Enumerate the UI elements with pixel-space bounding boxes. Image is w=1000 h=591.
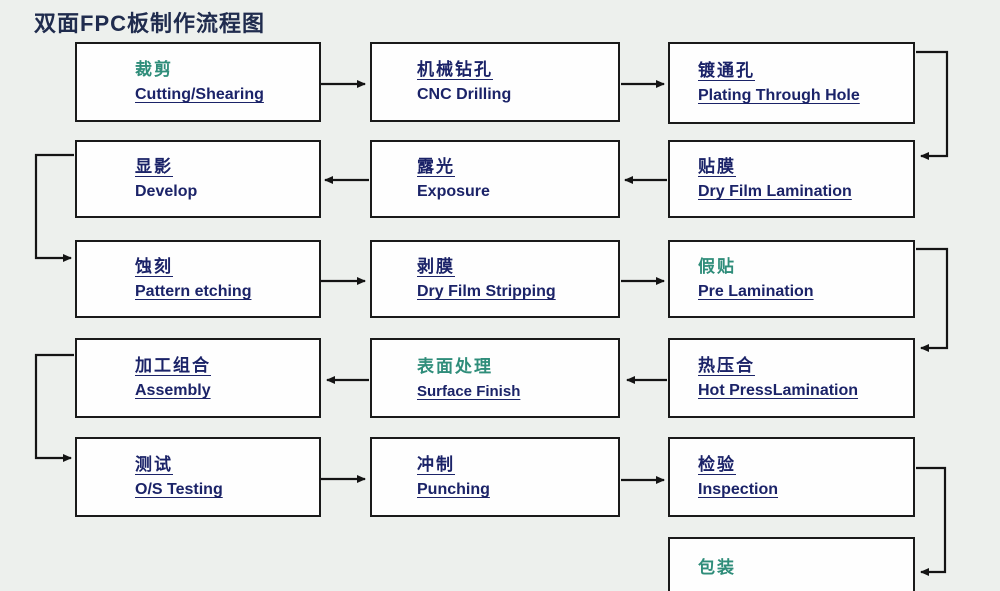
step-name-en: Plating Through Hole: [698, 87, 860, 104]
step-name-cn: 蚀刻: [135, 257, 173, 276]
flow-box-surface-finish: 表面处理 Surface Finish: [370, 338, 620, 418]
step-name-cn: 包装: [698, 558, 736, 577]
step-name-cn: 表面处理: [417, 356, 493, 376]
flow-box-os-testing: 测试 O/S Testing: [75, 437, 321, 517]
flow-box-hot-press-lamination: 热压合 Hot PressLamination: [668, 338, 915, 418]
step-name-en: Assembly: [135, 382, 211, 399]
step-name-cn: 贴膜: [698, 157, 736, 176]
step-name-en: Cutting/Shearing: [135, 86, 264, 103]
step-name-en: Develop: [135, 183, 198, 200]
flow-box-assembly: 加工组合 Assembly: [75, 338, 321, 418]
step-name-en: Dry Film Lamination: [698, 183, 852, 200]
step-name-en: Dry Film Stripping: [417, 283, 556, 300]
step-name-cn: 热压合: [698, 356, 755, 375]
step-name-cn: 检验: [698, 455, 736, 474]
page-title: 双面FPC板制作流程图: [34, 11, 266, 36]
flow-box-plating-through-hole: 镀通孔 Plating Through Hole: [668, 42, 915, 124]
flow-box-pattern-etching: 蚀刻 Pattern etching: [75, 240, 321, 318]
flow-box-punching: 冲制 Punching: [370, 437, 620, 517]
step-name-cn: 镀通孔: [698, 61, 755, 80]
flow-box-pre-lamination: 假贴 Pre Lamination: [668, 240, 915, 318]
step-name-en: CNC Drilling: [417, 86, 512, 103]
step-name-en: O/S Testing: [135, 481, 223, 498]
step-name-cn: 测试: [135, 455, 173, 474]
step-name-cn: 裁剪: [135, 60, 173, 79]
step-name-cn: 加工组合: [135, 356, 211, 375]
step-name-cn: 冲制: [417, 455, 455, 474]
flow-box-dry-film-stripping: 剥膜 Dry Film Stripping: [370, 240, 620, 318]
flow-box-packing: 包装: [668, 537, 915, 591]
step-name-en: Punching: [417, 481, 490, 498]
step-name-cn: 露光: [417, 157, 455, 176]
flow-box-develop: 显影 Develop: [75, 140, 321, 218]
step-name-cn: 假贴: [698, 257, 736, 276]
flow-box-cutting: 裁剪 Cutting/Shearing: [75, 42, 321, 122]
flow-box-cnc-drilling: 机械钻孔 CNC Drilling: [370, 42, 620, 122]
step-name-cn: 显影: [135, 157, 173, 176]
step-name-en: Inspection: [698, 481, 779, 498]
step-name-en: Exposure: [417, 183, 490, 200]
step-name-cn: 剥膜: [417, 257, 455, 276]
step-name-en: Surface Finish: [417, 382, 521, 400]
step-name-cn: 机械钻孔: [417, 60, 493, 79]
flow-box-dry-film-lamination: 贴膜 Dry Film Lamination: [668, 140, 915, 218]
step-name-en: Hot PressLamination: [698, 382, 859, 399]
step-name-en: Pre Lamination: [698, 283, 814, 300]
flow-box-inspection: 检验 Inspection: [668, 437, 915, 517]
step-name-en: Pattern etching: [135, 283, 252, 300]
flow-box-exposure: 露光 Exposure: [370, 140, 620, 218]
